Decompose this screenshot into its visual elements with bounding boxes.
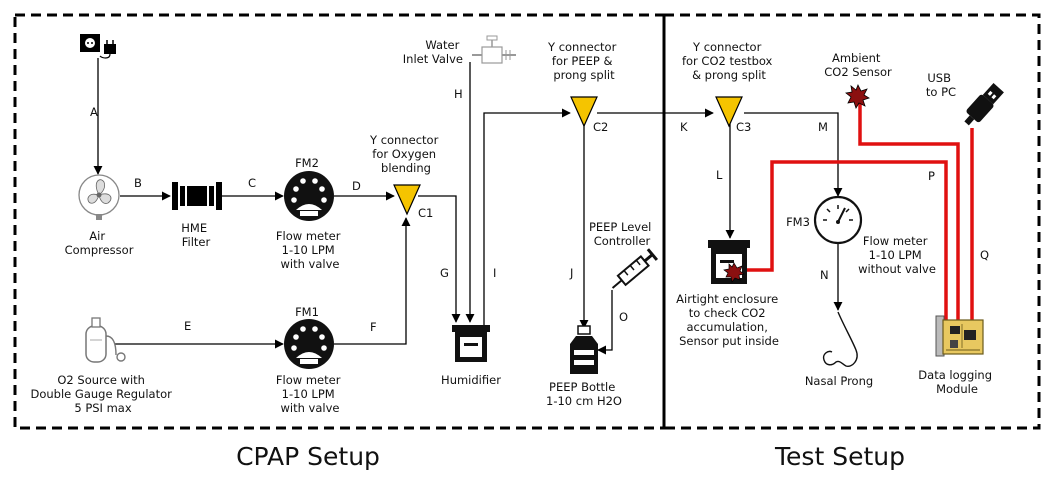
usb-plug-icon (964, 82, 1004, 126)
edge-label-o: O (619, 310, 628, 324)
test-section-border (662, 13, 1041, 430)
enclosure-label: Airtight enclosure to check CO2 accumula… (676, 292, 782, 348)
flow-meter-fm1-icon (284, 319, 334, 369)
y-connector-c1-icon (393, 184, 421, 216)
oxygen-cylinder-icon (85, 317, 126, 363)
water-valve-label: Water Inlet Valve (403, 38, 463, 66)
fm2-label: Flow meter 1-10 LPM with valve (276, 229, 344, 271)
nose-icon (822, 311, 858, 367)
humidifier-icon (452, 325, 490, 362)
fm3-tag: FM3 (786, 215, 810, 229)
fm1-tag: FM1 (295, 305, 319, 319)
enclosure-co2-sensor-icon (723, 262, 745, 283)
y-connector-c3-icon (715, 96, 743, 128)
edge-label-p: P (928, 169, 935, 183)
ambient-sensor-label: Ambient CO2 Sensor (824, 51, 892, 79)
edge-label-k: K (680, 120, 688, 134)
edge-g-line (418, 195, 461, 323)
fm2-tag: FM2 (295, 156, 319, 170)
air-compressor-label: Air Compressor (65, 229, 134, 257)
data-logger-label: Data logging Module (918, 368, 995, 396)
edge-label-e: E (184, 319, 191, 333)
edge-label-q: Q (980, 248, 989, 262)
edge-label-a: A (90, 105, 98, 119)
edge-label-d: D (352, 179, 361, 193)
ambient-sensor-wire (858, 102, 960, 328)
humidifier-label: Humidifier (441, 373, 501, 387)
edge-label-l: L (716, 168, 723, 182)
o2-source-label: O2 Source with Double Gauge Regulator 5 … (31, 373, 176, 415)
nasal-prong-label: Nasal Prong (805, 374, 873, 388)
edge-label-c: C (248, 176, 256, 190)
fm1-label: Flow meter 1-10 LPM with valve (276, 373, 344, 415)
edge-label-m: M (818, 120, 828, 134)
edge-label-n: N (820, 268, 829, 282)
edge-label-f: F (370, 320, 377, 334)
test-section-title: Test Setup (774, 442, 905, 471)
c2-label: Y connector for PEEP & prong split (547, 40, 620, 82)
c3-tag: C3 (736, 120, 751, 134)
c1-label: Y connector for Oxygen blending (369, 133, 442, 175)
edge-i-line (483, 108, 571, 326)
syringe-icon (611, 248, 659, 289)
y-connector-c2-icon (570, 96, 598, 128)
fm3-label: Flow meter 1-10 LPM without valve (858, 234, 936, 276)
edge-f-line (334, 217, 411, 345)
circuit-board-icon (935, 315, 984, 357)
cpap-section-title: CPAP Setup (236, 442, 380, 471)
c3-label: Y connector for CO2 testbox & prong spli… (682, 40, 776, 82)
c2-tag: C2 (593, 120, 608, 134)
hme-filter-label: HME Filter (181, 221, 211, 249)
peep-bottle-label: PEEP Bottle 1-10 cm H2O (546, 380, 622, 408)
flow-meter-fm2-icon (284, 171, 334, 221)
edge-label-g: G (440, 266, 449, 280)
usb-label: USB to PC (926, 71, 956, 99)
airtight-enclosure-icon (708, 240, 750, 284)
edge-label-h: H (454, 87, 463, 101)
enclosure-sensor-wire (744, 160, 948, 328)
edge-label-i: I (493, 266, 496, 280)
edge-label-b: B (134, 176, 142, 190)
power-plug-icon (80, 34, 116, 59)
edge-m-line (744, 112, 843, 197)
bottle-icon (570, 325, 598, 374)
c1-tag: C1 (418, 206, 433, 220)
flow-meter-fm3-icon (813, 195, 863, 245)
valve-icon (472, 35, 516, 64)
fan-icon (78, 174, 120, 220)
hme-filter-icon (172, 182, 222, 210)
peep-controller-label: PEEP Level Controller (589, 220, 655, 248)
edge-o-line (597, 290, 613, 355)
ambient-co2-sensor-icon (845, 84, 870, 109)
edge-label-j: J (569, 266, 573, 280)
